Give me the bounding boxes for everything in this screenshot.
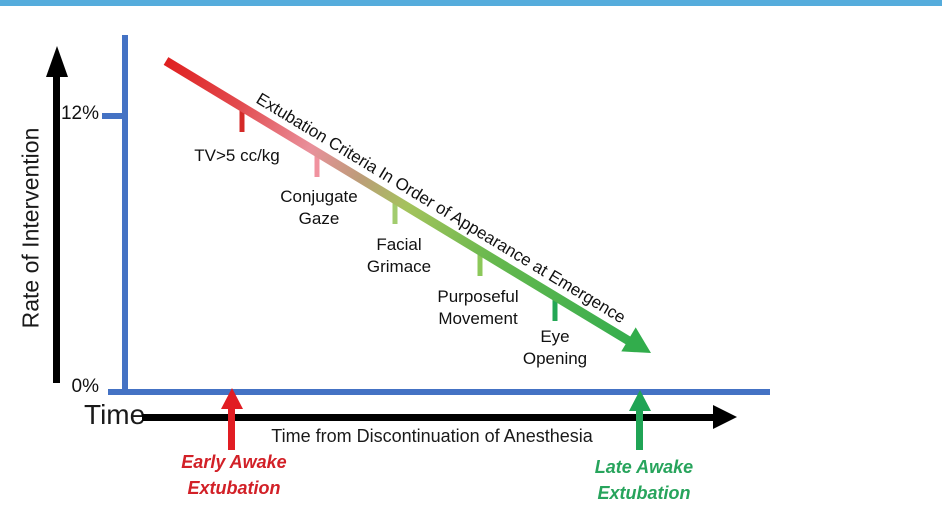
criterion-label-conjugate-gaze: Conjugate Gaze [280,187,358,228]
plot-vertical-axis [122,35,128,395]
criterion-label-tv: TV>5 cc/kg [194,146,280,165]
early-extubation-arrow-shaft [228,407,235,450]
late-extubation-arrow-shaft [636,409,643,450]
criterion-label-purposeful-movement: Purposeful Movement [437,287,519,328]
late-extubation-arrow-head-icon [629,390,651,411]
y-tick-label-12: 12% [60,103,99,124]
criterion-label-facial-grimace: Facial Grimace [366,235,432,276]
trend-arrow-band [163,57,632,345]
plot-tick-12pct [102,113,122,119]
criterion-label-eye-opening: Eye Opening [522,327,588,368]
y-axis-label: Rate of Intervention [17,127,44,329]
y-axis-arrow-shaft [53,75,60,383]
x-axis-sublabel: Time from Discontinuation of Anesthesia [271,426,593,446]
plot-horizontal-axis [108,389,770,395]
y-axis-arrow-head-icon [46,46,68,77]
x-axis-label: Time [84,399,146,430]
early-extubation-caption: Early Awake Extubation [181,452,287,498]
slide-top-border [0,0,942,6]
x-axis-arrow-head-icon [713,405,737,429]
y-tick-label-0: 0% [71,376,99,397]
early-extubation-arrow-head-icon [221,388,243,409]
x-axis-arrow-shaft [142,414,713,421]
late-extubation-caption: Late Awake Extubation [594,457,694,503]
trend-arrow-head-icon [621,327,651,353]
